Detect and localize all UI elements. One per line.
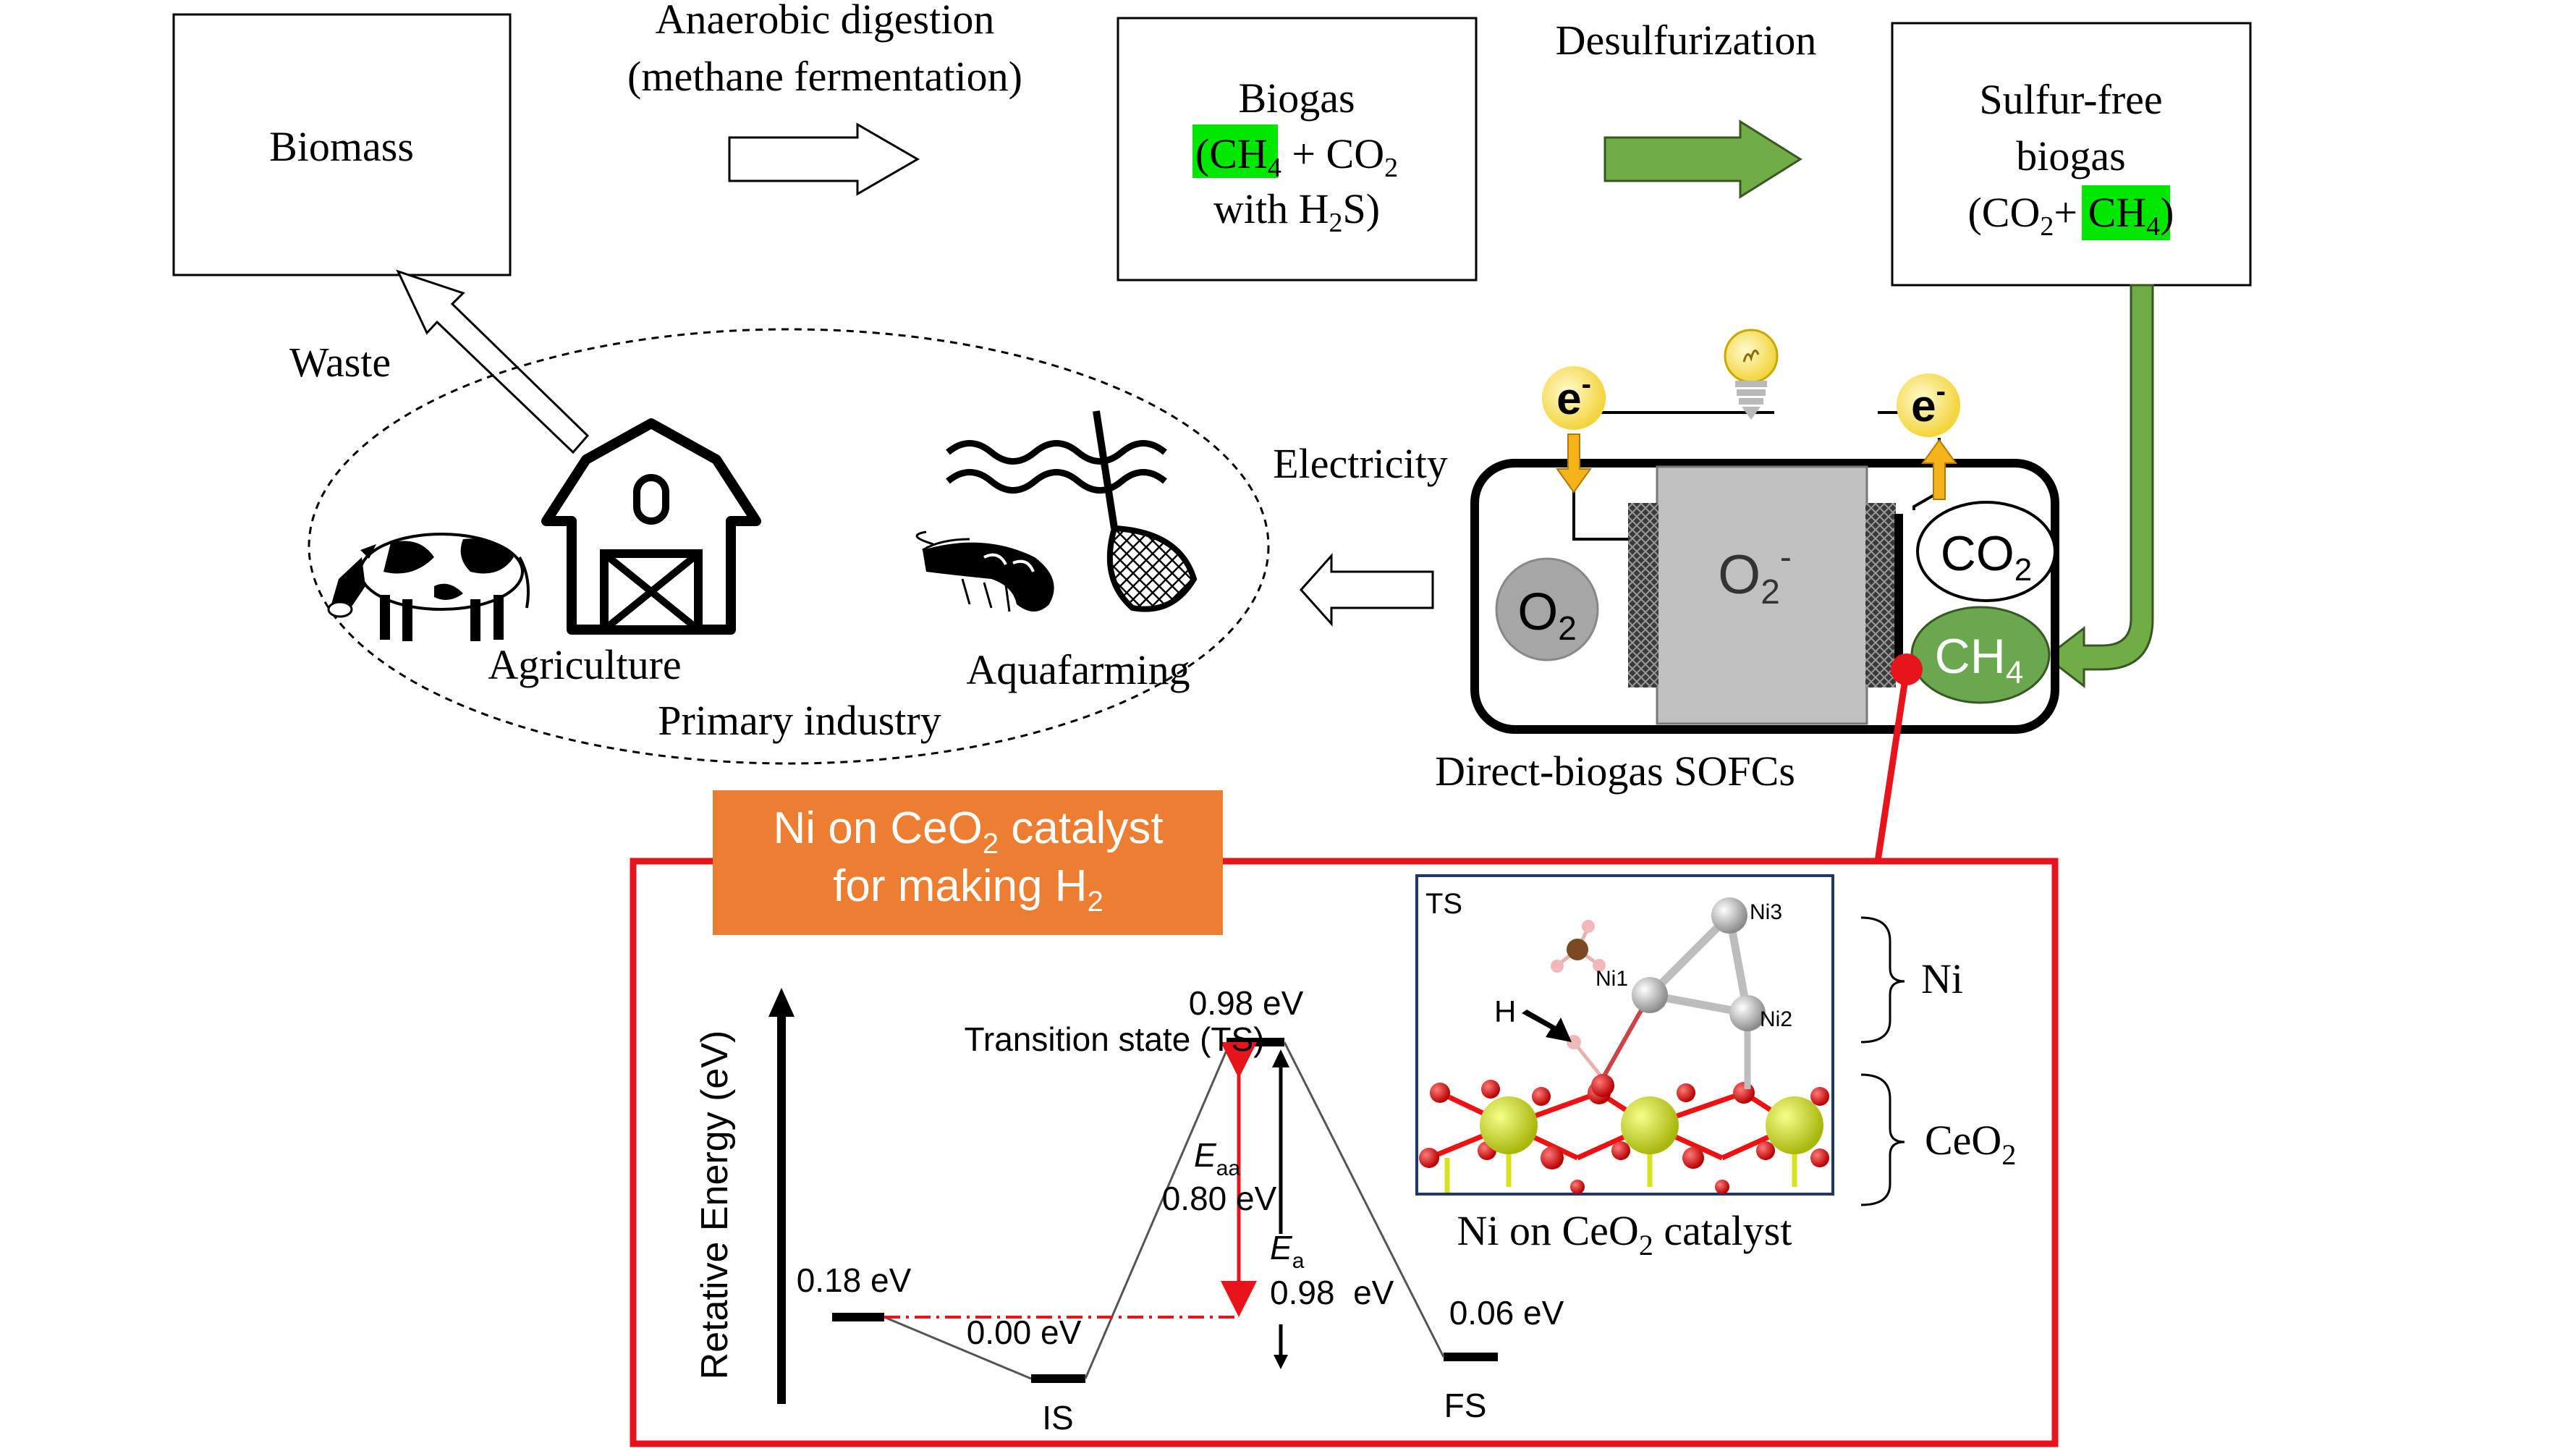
electron-left-icon bbox=[1542, 366, 1606, 430]
digestion-caption-line1: Anaerobic digestion bbox=[656, 0, 995, 43]
catalyst-frame bbox=[630, 858, 2059, 1447]
electricity-label: Electricity bbox=[1273, 440, 1448, 487]
energy-path-down bbox=[1283, 1041, 1445, 1358]
structure-caption: Ni on CeO2 catalyst bbox=[1457, 1207, 1792, 1261]
ni-bracket bbox=[1860, 916, 1905, 1044]
fs-label: FS bbox=[1444, 1387, 1487, 1424]
sulfur-free-ch4-highlight bbox=[2082, 185, 2170, 240]
electron-right-icon bbox=[1897, 373, 1960, 437]
structure-h-tag: H bbox=[1494, 994, 1516, 1028]
structure-ni2-tag: Ni2 bbox=[1760, 1007, 1792, 1031]
energy-path bbox=[884, 1316, 1032, 1380]
oxide-ion-label: O2- bbox=[1718, 538, 1792, 612]
energy-profile-chart: Retative Energy (eV) 0.98 eV Transition … bbox=[694, 984, 1564, 1437]
barn-icon bbox=[541, 418, 761, 635]
electricity-arrow-icon bbox=[1299, 553, 1434, 627]
ni-ceo2-structure: TS bbox=[1415, 874, 1834, 1196]
is-label: IS bbox=[1042, 1399, 1073, 1437]
ea-arrow-up-head-icon bbox=[1272, 1049, 1289, 1067]
primary-industry-ellipse bbox=[308, 328, 1270, 765]
ceo2-bracket-label: CeO2 bbox=[1925, 1117, 2016, 1171]
cow-icon bbox=[327, 533, 530, 641]
ni-bracket-label: Ni bbox=[1921, 955, 1963, 1002]
ea-symbol: Ea bbox=[1270, 1229, 1305, 1273]
light-bulb-icon bbox=[1724, 329, 1779, 420]
structure-ni1-tag: Ni1 bbox=[1596, 967, 1628, 991]
desulfurization-arrow-icon bbox=[1603, 119, 1802, 199]
biogas-box bbox=[1117, 17, 1478, 282]
y-axis-arrow-icon bbox=[768, 988, 795, 1017]
y-axis-label: Retative Energy (eV) bbox=[694, 1031, 736, 1380]
waste-label: Waste bbox=[289, 339, 391, 386]
biogas-h2s: with H2S) bbox=[1213, 185, 1380, 238]
o2-label: O2 bbox=[1517, 583, 1577, 647]
aquafarming-label: Aquafarming bbox=[966, 646, 1190, 693]
wave-icon bbox=[946, 440, 1167, 494]
digestion-caption-line2: (methane fermentation) bbox=[627, 53, 1022, 100]
biogas-ch4-highlight bbox=[1192, 124, 1278, 178]
structure-ni3-tag: Ni3 bbox=[1750, 900, 1782, 924]
sulfur-free-line1: Sulfur-free bbox=[1979, 76, 2162, 123]
o2-bubble bbox=[1495, 557, 1599, 661]
biogas-title: Biogas bbox=[1238, 75, 1355, 122]
agriculture-label: Agriculture bbox=[488, 641, 681, 688]
biogas-composition: (CH4 + CO2 bbox=[1195, 130, 1398, 183]
catalyst-title-box bbox=[713, 790, 1223, 935]
ts-label: Transition state (TS) bbox=[965, 1020, 1265, 1058]
start-value: 0.18 eV bbox=[797, 1261, 912, 1299]
biomass-label: Biomass bbox=[269, 123, 414, 170]
electron-left-label: e- bbox=[1556, 368, 1591, 424]
co2-bubble bbox=[1916, 501, 2056, 602]
callout-dot bbox=[1891, 653, 1923, 685]
electron-out-arrow-icon bbox=[1921, 439, 1957, 500]
fs-value: 0.06 eV bbox=[1449, 1294, 1564, 1332]
co2-label: CO2 bbox=[1941, 526, 2032, 588]
waste-arrow-icon bbox=[396, 269, 590, 454]
electron-right-label: e- bbox=[1911, 376, 1946, 431]
ea-arrow-down-head-icon bbox=[1274, 1355, 1288, 1369]
ceo2-bracket bbox=[1860, 1073, 1905, 1206]
catalyst-title-line1: Ni on CeO2 catalyst bbox=[773, 803, 1163, 860]
sulfur-free-line2: biogas bbox=[2016, 132, 2125, 179]
fishing-net-icon bbox=[1093, 410, 1198, 612]
sofc-label: Direct-biogas SOFCs bbox=[1435, 748, 1795, 795]
electron-in-arrow-icon bbox=[1556, 433, 1592, 494]
desulfurization-caption: Desulfurization bbox=[1556, 17, 1817, 64]
h-pointer-arrow-icon bbox=[1522, 1010, 1572, 1042]
catalyst-title-line2: for making H2 bbox=[833, 861, 1103, 918]
shrimp-icon bbox=[915, 530, 1054, 612]
structure-ts-tag: TS bbox=[1425, 888, 1462, 920]
eaa-symbol: Eaa bbox=[1194, 1136, 1240, 1180]
ea-value: 0.98 eV bbox=[1270, 1274, 1394, 1311]
sulfur-free-box bbox=[1891, 22, 2252, 287]
biogas-feed-arrow-icon bbox=[2044, 284, 2154, 689]
ts-value: 0.98 eV bbox=[1189, 984, 1304, 1022]
ch4-label: CH4 bbox=[1935, 629, 2024, 690]
primary-industry-label: Primary industry bbox=[658, 697, 941, 744]
sulfur-free-composition: (CO2+ CH4) bbox=[1967, 189, 2174, 242]
biomass-box bbox=[172, 13, 512, 276]
digestion-arrow-icon bbox=[728, 122, 920, 196]
eaa-value: 0.80 eV bbox=[1162, 1180, 1277, 1217]
is-value: 0.00 eV bbox=[967, 1313, 1082, 1351]
callout-line bbox=[1874, 669, 1910, 862]
energy-path-up bbox=[1084, 1041, 1232, 1379]
